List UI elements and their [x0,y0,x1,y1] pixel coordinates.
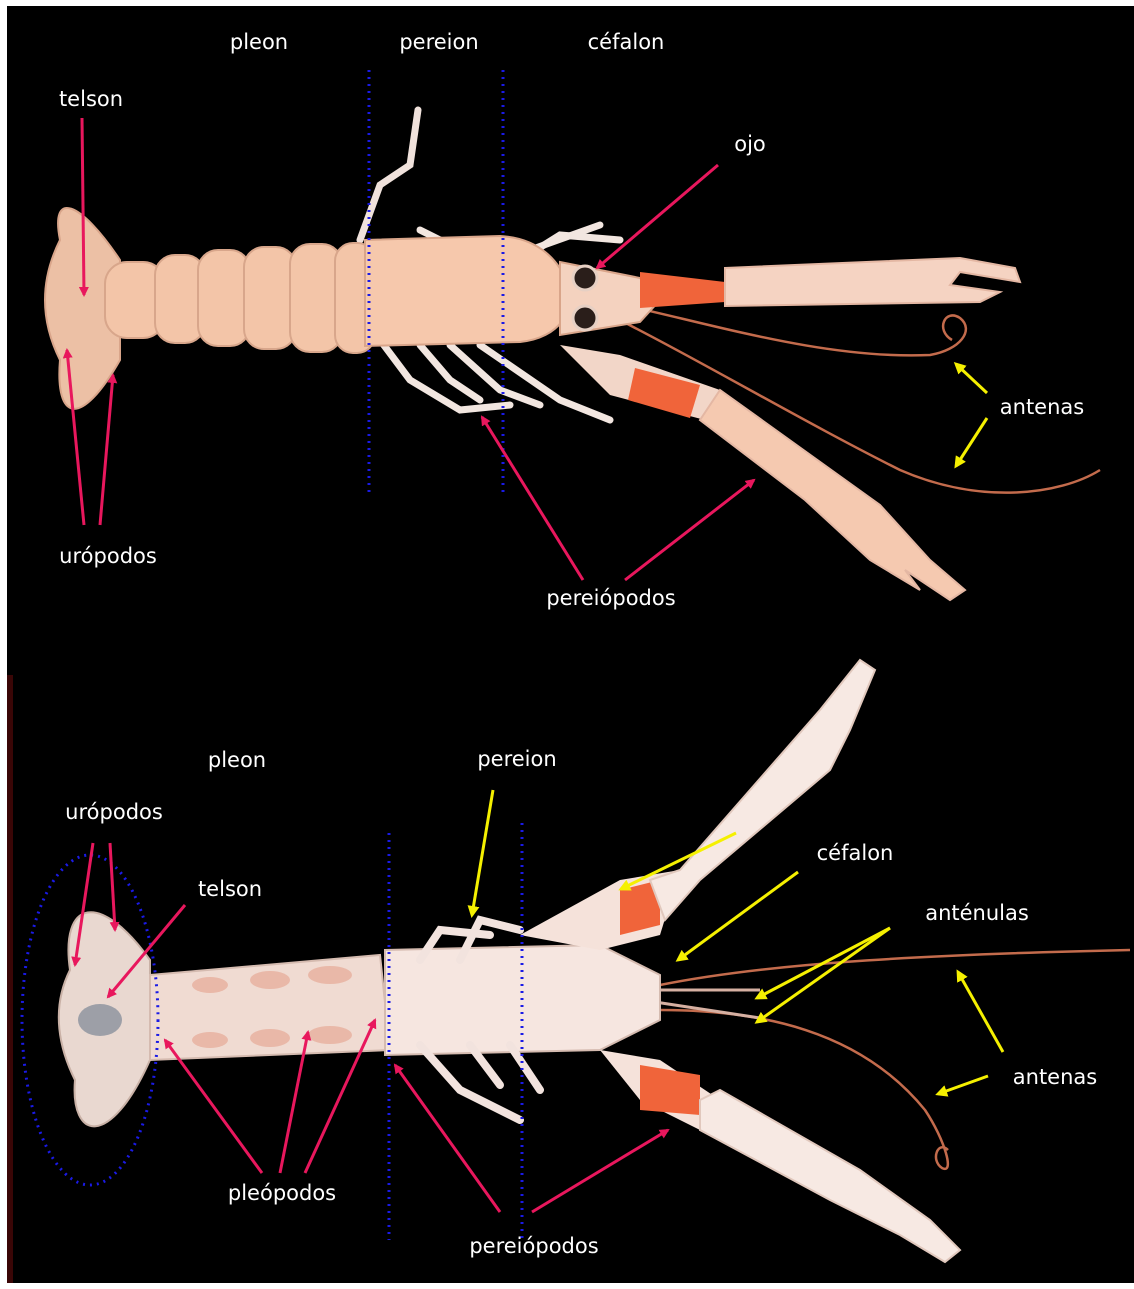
ventral-label-cefalon: céfalon [817,841,894,865]
dorsal-pink-pointers [67,118,754,580]
abdomen-segments [105,243,375,353]
ventral-label-antenas: antenas [1013,1065,1097,1089]
dorsal-label-telson: telson [59,87,123,111]
dorsal-label-antenas: antenas [1000,395,1084,419]
dorsal-label-pereiopodos: pereiópodos [546,586,675,610]
upper-claw [640,258,1020,308]
ventral-label-telson: telson [198,877,262,901]
dorsal-label-ojo: ojo [734,132,766,156]
dorsal-lobster [45,110,1100,600]
dorsal-label-pereion: pereion [399,30,478,54]
antenna-coiled [600,300,966,355]
carapace [365,236,570,346]
ventral-label-pereion: pereion [477,747,556,771]
dorsal-label-pleon: pleon [230,30,288,54]
ventral-label-pereiopodos: pereiópodos [469,1234,598,1258]
ventral-label-pleopodos: pleópodos [228,1181,336,1205]
dorsal-yellow-pointers [956,364,987,466]
ventral-label-uropodos: urópodos [65,800,163,824]
eye-upper [573,266,597,290]
telson-dark-spot [78,1004,122,1036]
ventral-lower-claw [600,1050,960,1262]
antenna-ventral-long [660,950,1130,985]
ventral-upper-claw [520,660,875,950]
dorsal-label-cefalon: céfalon [588,30,665,54]
ventral-label-pleon: pleon [208,748,266,772]
eye-lower [573,306,597,330]
ventral-label-antenulas: anténulas [925,901,1029,925]
dorsal-label-uropodos: urópodos [59,544,157,568]
